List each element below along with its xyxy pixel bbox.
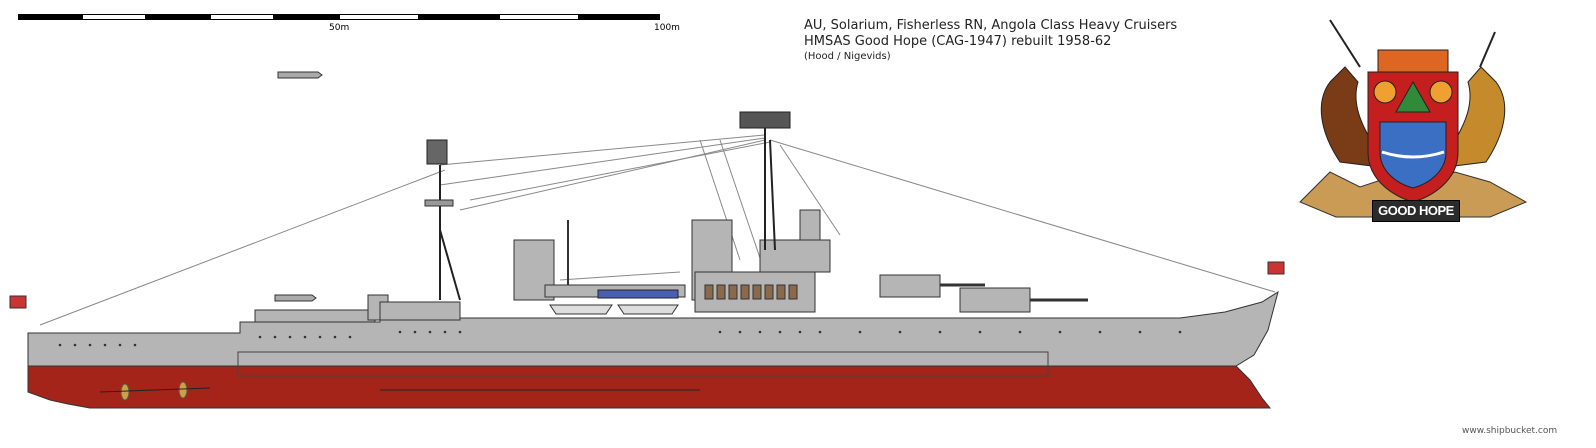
scale-bar bbox=[18, 14, 660, 20]
aft-radar bbox=[426, 139, 448, 165]
portholes bbox=[58, 330, 1182, 347]
motto-banner: GOOD HOPE bbox=[1372, 200, 1460, 222]
title-block: AU, Solarium, Fisherless RN, Angola Clas… bbox=[804, 18, 1177, 64]
propellers bbox=[120, 381, 188, 401]
missile-display bbox=[277, 71, 323, 79]
ensign-flag bbox=[9, 295, 27, 309]
jack-flag bbox=[1267, 261, 1285, 275]
aircraft bbox=[597, 289, 679, 299]
aft-deckhouse bbox=[254, 309, 376, 323]
scale-label-50m: 50m bbox=[329, 23, 350, 33]
fore-radar-array bbox=[739, 111, 791, 129]
title-line-3: (Hood / Nigevids) bbox=[804, 51, 891, 62]
title-line-2: HMSAS Good Hope (CAG-1947) rebuilt 1958-… bbox=[804, 34, 1112, 49]
boat-1 bbox=[549, 304, 613, 315]
fore-mast bbox=[764, 125, 776, 251]
life-rafts bbox=[704, 284, 798, 300]
title-line-1: AU, Solarium, Fisherless RN, Angola Clas… bbox=[804, 18, 1178, 33]
hull-underwater bbox=[27, 365, 1272, 409]
credit-text: www.shipbucket.com bbox=[1462, 426, 1558, 436]
hull-upper bbox=[27, 290, 1279, 367]
coat-of-arms bbox=[1299, 19, 1528, 218]
scale-label-100m: 100m bbox=[654, 23, 680, 33]
turret-b bbox=[879, 274, 941, 298]
aft-mast bbox=[439, 165, 461, 301]
boat-2 bbox=[617, 304, 679, 315]
armour-belt bbox=[237, 351, 1049, 377]
turret-a bbox=[959, 287, 1031, 313]
rigging bbox=[39, 134, 1276, 326]
